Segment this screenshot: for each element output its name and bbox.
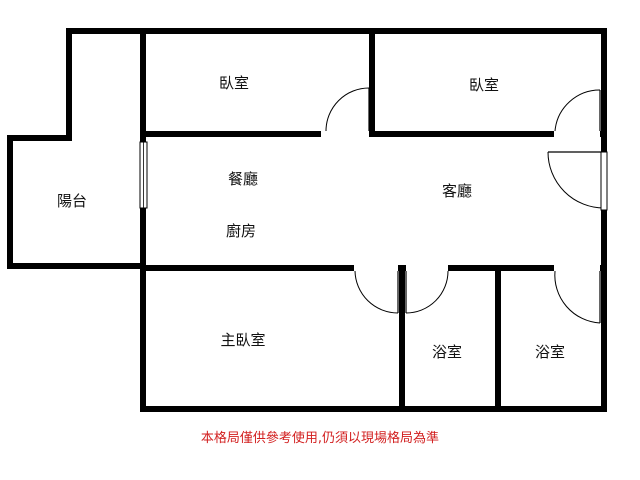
door-bedroom-left (325, 87, 370, 132)
door-bathroom-1 (405, 270, 449, 314)
door-master-bedroom (354, 270, 399, 314)
room-label-living: 客廳 (442, 182, 472, 200)
room-labels: 臥室 臥室 陽台 餐廳 客廳 廚房 主臥室 浴室 浴室 (57, 74, 565, 361)
room-label-master-bedroom: 主臥室 (220, 331, 265, 349)
door-bathroom-2 (554, 270, 601, 324)
room-label-kitchen: 廚房 (226, 222, 256, 240)
doors (325, 87, 605, 324)
disclaimer-text: 本格局僅供參考使用,仍須以現場格局為準 (200, 431, 440, 446)
room-label-bathroom-2: 浴室 (535, 343, 565, 361)
windows (139, 141, 608, 211)
room-label-bedroom-left: 臥室 (219, 74, 249, 92)
room-label-balcony: 陽台 (57, 192, 87, 210)
door-bedroom-right (554, 89, 601, 132)
room-label-bathroom-1: 浴室 (432, 343, 462, 361)
door-openings (321, 129, 609, 273)
entrance-frame (600, 151, 608, 211)
room-label-dining: 餐廳 (228, 170, 258, 188)
door-entrance (547, 151, 605, 209)
room-label-bedroom-right: 臥室 (469, 76, 499, 94)
outer-wall (7, 28, 607, 412)
walls (7, 28, 607, 412)
